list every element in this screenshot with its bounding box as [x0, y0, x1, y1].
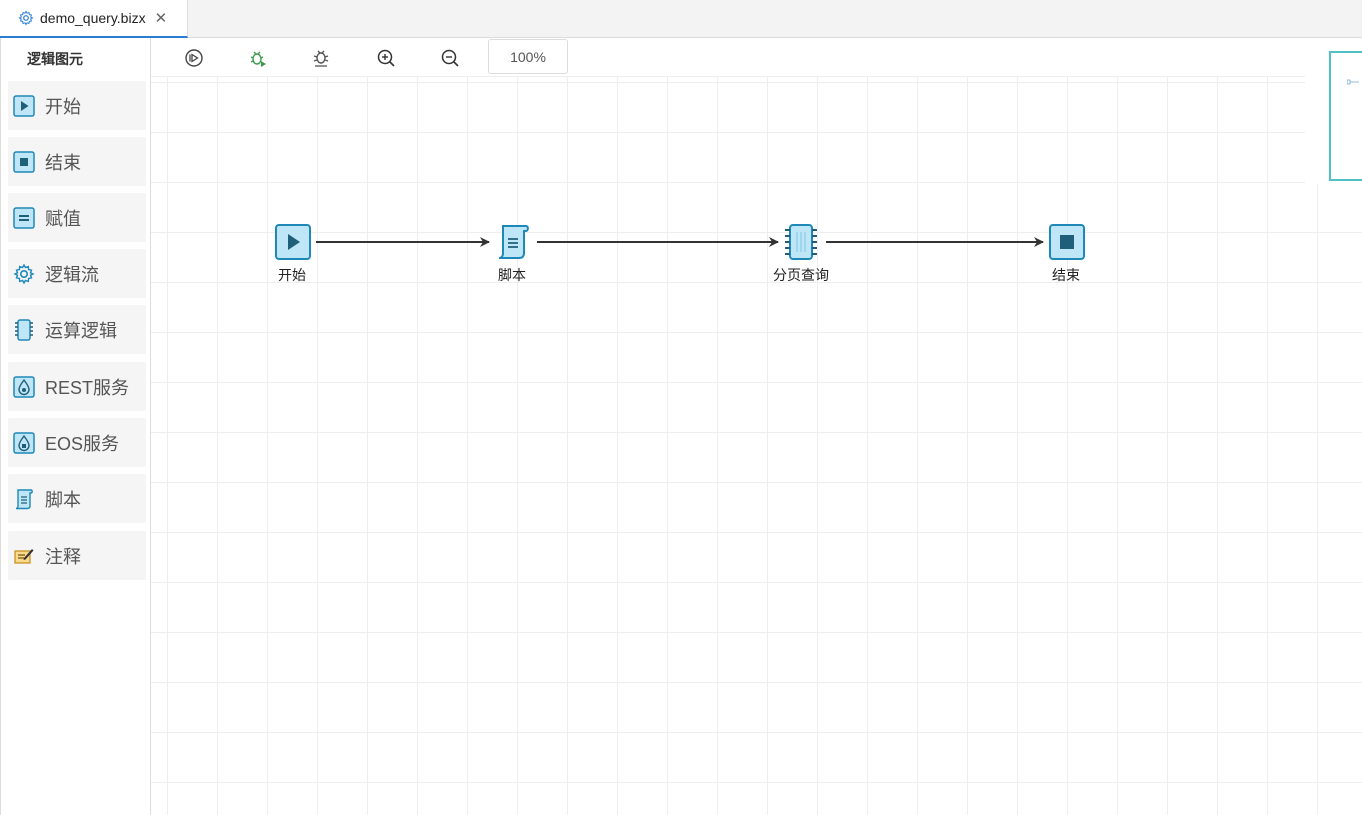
flow-node-label: 开始 [278, 267, 306, 283]
flow-node-label: 结束 [1052, 267, 1080, 283]
gear-icon [13, 263, 35, 285]
palette-item-label: 注释 [45, 546, 81, 567]
script-icon [498, 225, 529, 259]
palette-item-compute-logic[interactable]: 运算逻辑 [8, 305, 146, 354]
chip-icon [13, 318, 35, 341]
start-icon [13, 94, 35, 117]
palette-item-eos-service[interactable]: EOS服务 [8, 418, 146, 467]
flow-node-end[interactable] [1049, 224, 1085, 260]
palette-item-start[interactable]: 开始 [8, 81, 146, 130]
palette-item-note[interactable]: 注释 [8, 531, 146, 580]
palette-sidebar: 逻辑图元 开始 结束 赋值 逻辑流 运算逻辑 REST服务 EOS服务 脚本 注… [0, 38, 151, 815]
palette-item-rest-service[interactable]: REST服务 [8, 362, 146, 411]
zoom-in-icon[interactable] [375, 47, 397, 69]
palette-item-script[interactable]: 脚本 [8, 474, 146, 523]
flow-node-paged-query[interactable] [783, 224, 819, 260]
assign-icon [13, 206, 35, 229]
flow-node-label: 脚本 [498, 267, 526, 283]
palette-item-end[interactable]: 结束 [8, 137, 146, 186]
palette-title: 逻辑图元 [27, 51, 83, 67]
debug-stop-icon[interactable] [310, 47, 332, 69]
gear-icon [18, 10, 34, 26]
palette-item-label: EOS服务 [45, 433, 120, 454]
flow-node-script[interactable] [495, 224, 531, 260]
flow-node-start[interactable] [275, 224, 311, 260]
close-icon[interactable]: ✕ [154, 9, 168, 27]
flow-node-label: 分页查询 [773, 267, 829, 283]
end-icon [13, 150, 35, 173]
palette-item-label: 结束 [45, 152, 81, 173]
tab-bar: demo_query.bizx ✕ [0, 0, 1362, 38]
flow-canvas[interactable] [151, 38, 1362, 815]
script-icon [13, 488, 35, 510]
canvas-toolbar: 100% [151, 38, 1305, 77]
end-icon [1049, 224, 1085, 260]
tab-title: demo_query.bizx [40, 10, 146, 26]
debug-icon[interactable] [247, 47, 269, 69]
palette-item-label: 运算逻辑 [45, 320, 117, 341]
rest-service-icon [13, 375, 35, 398]
tab-demo-query[interactable]: demo_query.bizx ✕ [0, 0, 188, 38]
palette-item-label: 开始 [45, 96, 81, 117]
palette-item-label: 逻辑流 [45, 264, 99, 285]
chip-icon [785, 224, 817, 260]
palette-item-label: 脚本 [45, 489, 81, 510]
palette-item-label: REST服务 [45, 377, 130, 398]
palette-item-logic-flow[interactable]: 逻辑流 [8, 249, 146, 298]
palette-item-label: 赋值 [45, 208, 81, 229]
palette-item-assign[interactable]: 赋值 [8, 193, 146, 242]
run-icon[interactable] [183, 47, 205, 69]
start-icon [275, 224, 311, 260]
eos-service-icon [13, 431, 35, 454]
minimap[interactable] [1329, 51, 1362, 181]
minimap-preview-icon [1346, 79, 1359, 87]
zoom-level[interactable]: 100% [488, 39, 568, 74]
zoom-out-icon[interactable] [439, 47, 461, 69]
note-icon [13, 545, 35, 567]
